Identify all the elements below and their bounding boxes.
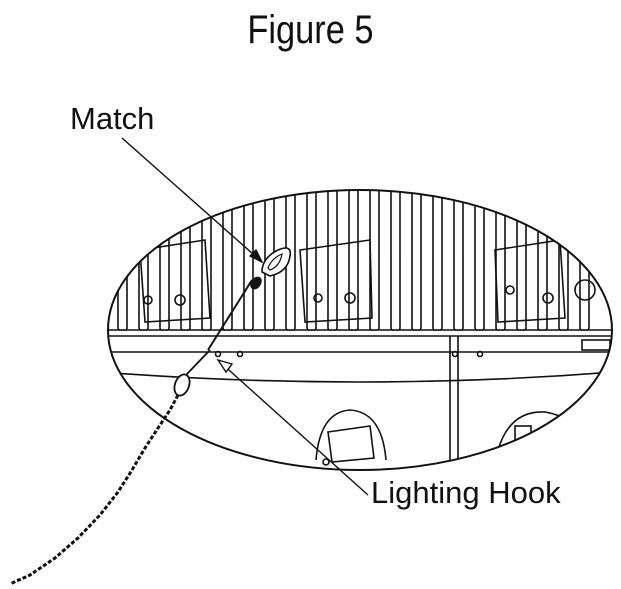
grate-bar (180, 190, 191, 331)
grate-bar (579, 190, 590, 331)
rivets (214, 350, 484, 358)
callout-leader-lines (121, 137, 369, 496)
cooking-grate (117, 190, 590, 331)
grate-bar (537, 190, 548, 331)
grate-bar (390, 190, 401, 331)
grate-bar (432, 190, 443, 331)
match-callout-label: Match (70, 101, 155, 136)
match (207, 247, 292, 351)
grate-bar (117, 190, 128, 331)
grate-bar (516, 190, 527, 331)
grate-bar (306, 190, 317, 331)
grate-bar (159, 190, 170, 331)
lighting-hook-callout-label: Lighting Hook (371, 475, 561, 510)
grate-bar (243, 190, 254, 331)
grate-bar (453, 190, 464, 331)
lighting-hook-chain (9, 394, 180, 586)
magnified-view-outline (107, 189, 613, 471)
grate-bar (348, 190, 359, 331)
grate-bar (411, 190, 422, 331)
magnified-burner-view (108, 190, 612, 470)
lighting-hook (9, 349, 211, 586)
heat-shields (139, 239, 596, 323)
grate-bar (327, 190, 338, 331)
figure-title: Figure 5 (247, 8, 374, 52)
grate-bar (222, 190, 233, 331)
grate-bar (474, 190, 485, 331)
grate-bar (558, 190, 569, 331)
